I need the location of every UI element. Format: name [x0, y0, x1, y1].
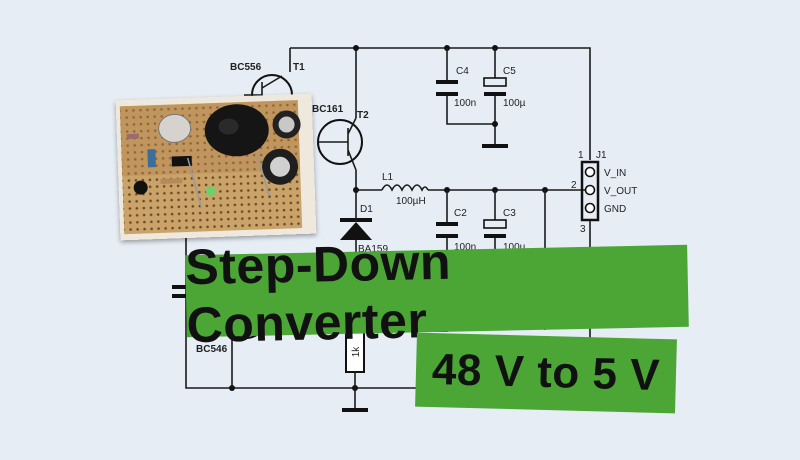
j1-ref-label: J1 [596, 150, 607, 161]
t2-part-label: BC161 [312, 104, 344, 115]
d1-part-label: BA159 [358, 244, 388, 255]
title-line-2: 48 V to 5 V [431, 345, 661, 400]
c2-value-label: 100n [454, 242, 476, 253]
t1-part-label: BC556 [230, 62, 262, 73]
j1-pin1-label: V_IN [604, 168, 626, 179]
j1-pin1-number: 1 [578, 150, 584, 161]
t3-part-label: BC546 [196, 344, 228, 355]
l1-ref-label: L1 [382, 172, 394, 183]
c4-value-label: 100n [454, 98, 476, 109]
j1-pin2-label: V_OUT [604, 186, 637, 197]
subtitle-banner: 48 V to 5 V [415, 332, 677, 414]
transistor-t2 [317, 117, 363, 171]
c2-ref-label: C2 [454, 208, 467, 219]
l1-value-label: 100µH [396, 196, 426, 207]
t1-ref-label: T1 [293, 62, 305, 73]
j1-pin3-label: GND [604, 204, 626, 215]
c5-value-label: 100µ [503, 98, 526, 109]
d1-ref-label: D1 [360, 204, 373, 215]
resistor-value-label: 1k [351, 346, 362, 358]
title-banner: Step-Down Converter [185, 234, 689, 353]
capacitor-left [172, 285, 186, 298]
t2-ref-label: T2 [357, 110, 369, 121]
c3-ref-label: C3 [503, 208, 516, 219]
j1-pin2-number: 2 [571, 180, 577, 191]
capacitor-c4 [436, 80, 458, 96]
c5-ref-label: C5 [503, 66, 516, 77]
connector-j1 [580, 160, 600, 222]
capacitor-c5 [483, 77, 507, 96]
capacitor-c2 [436, 222, 458, 238]
pcb-photo [115, 93, 317, 241]
inductor-l1 [381, 184, 429, 192]
capacitor-c3 [483, 219, 507, 238]
j1-pin3-number: 3 [580, 224, 586, 235]
c4-ref-label: C4 [456, 66, 469, 77]
